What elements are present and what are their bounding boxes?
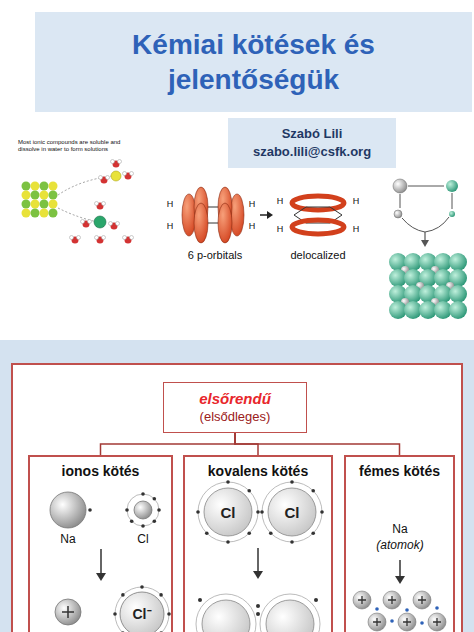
reaction-arrows	[96, 548, 405, 584]
bond-panel: ionos kötésNa ClCl⁻	[28, 455, 173, 632]
category-title: elsőrendű	[199, 390, 271, 409]
slide-background	[0, 340, 474, 632]
panel-heading: kovalens kötés	[185, 463, 331, 480]
atom-letter: H	[350, 196, 362, 206]
atom-letter: H	[246, 221, 258, 231]
ion-circle: Cl⁻	[120, 592, 164, 632]
bond-products	[55, 591, 446, 632]
panel-heading: ionos kötés	[30, 463, 171, 480]
atom-symbol: Cl	[221, 505, 236, 520]
author-name: Szabó Lili	[282, 125, 343, 143]
atom-note: (atomok)	[355, 538, 445, 552]
figure-label: 6 p-orbitals	[168, 249, 262, 262]
atom-symbol: Na	[30, 532, 106, 546]
crystal-lattice-picture	[389, 179, 467, 319]
atom-letter: H	[350, 224, 362, 234]
author-box: Szabó Liliszabo.lili@csfk.org	[228, 118, 396, 168]
title-text: Kémiai kötések és jelentőségük	[105, 27, 402, 97]
title-panel: Kémiai kötések és jelentőségük	[35, 12, 472, 112]
figure-caption: Most ionic compounds are soluble and dis…	[18, 139, 138, 153]
figure-label: delocalized	[276, 249, 360, 262]
benzene-orbitals	[182, 187, 344, 243]
tree-connector	[235, 433, 400, 455]
bond-panel: kovalens kötésCl Cl	[183, 455, 333, 632]
atom-circle: Cl	[125, 492, 161, 528]
author-email: szabo.lili@csfk.org	[253, 143, 371, 161]
clatom-outline	[125, 492, 161, 528]
panel-heading: fémes kötés	[346, 463, 453, 480]
atom-symbol: Cl	[105, 532, 181, 546]
atom-circle: Cl	[268, 488, 316, 536]
ion-symbol: Cl⁻	[133, 607, 152, 621]
atom-letter: H	[164, 199, 176, 209]
category-subtitle: (elsődleges)	[200, 409, 271, 425]
na-outline	[50, 492, 86, 528]
atom-circle: Na	[50, 492, 86, 528]
ionic-dissolution-picture	[22, 160, 134, 244]
atom-letter: H	[274, 224, 286, 234]
atom-circle: Cl	[204, 488, 252, 536]
tree-connector	[101, 433, 236, 455]
atom-letter: H	[246, 199, 258, 209]
atom-symbol: Cl	[285, 505, 300, 520]
atom-letter: H	[164, 221, 176, 231]
atom-letter: H	[274, 196, 286, 206]
category-box: elsőrendű(elsődleges)	[163, 382, 307, 433]
atom-symbol: Na	[370, 522, 430, 536]
